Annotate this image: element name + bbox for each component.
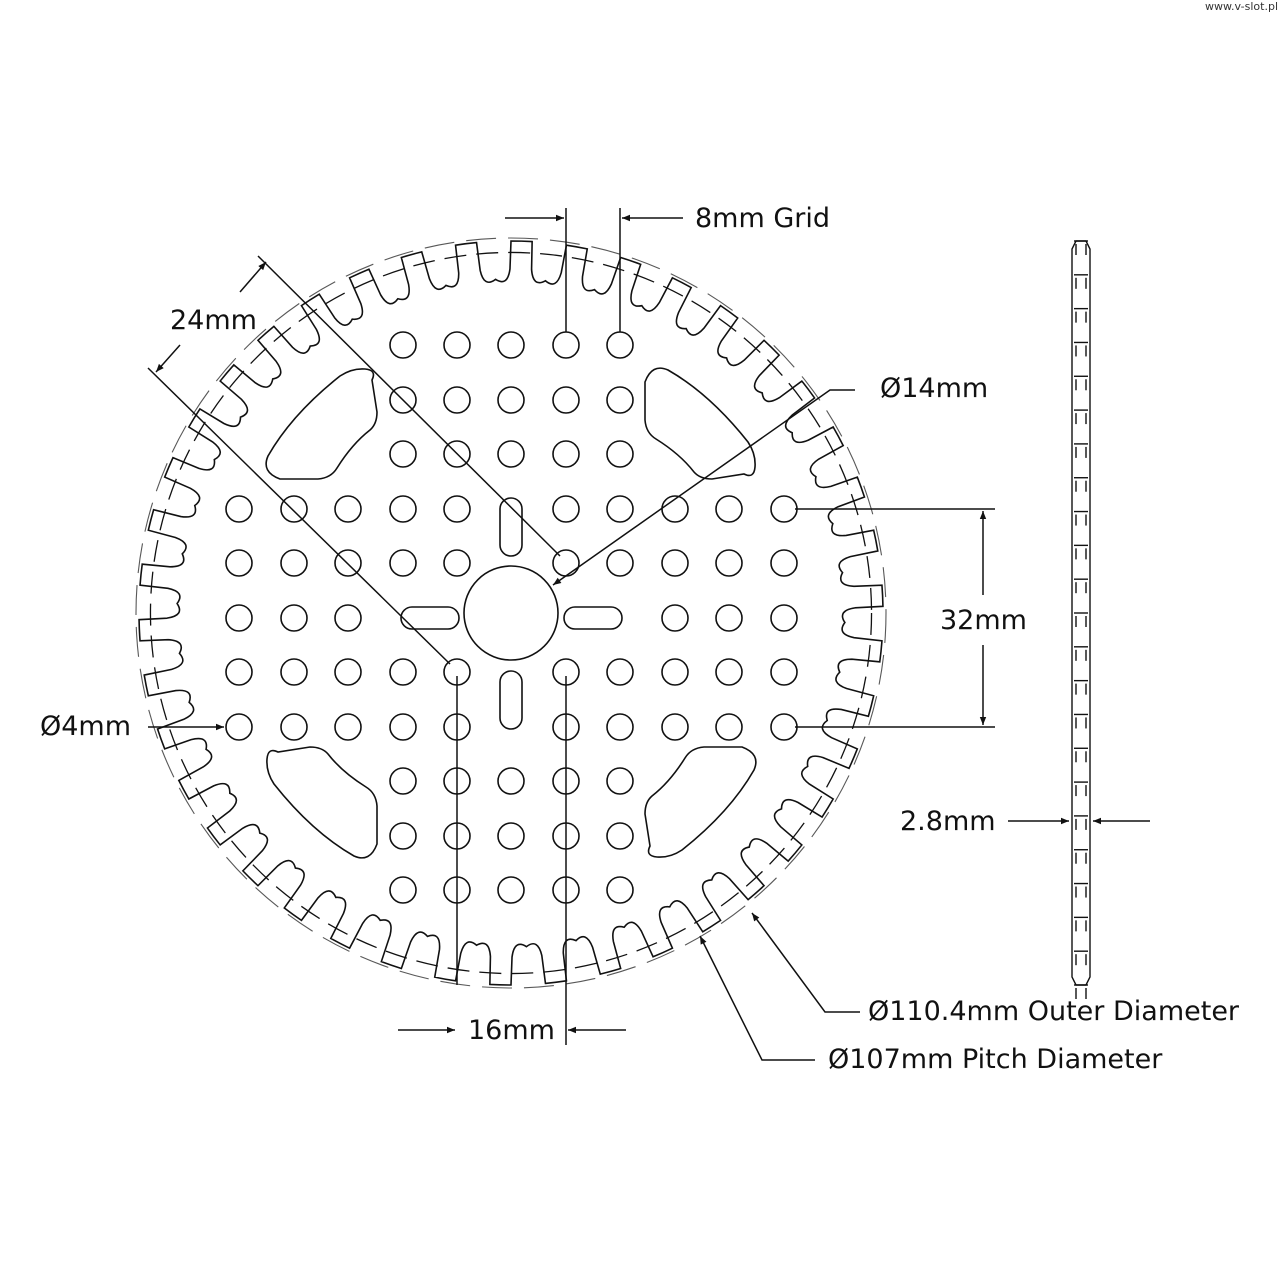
grid-hole bbox=[715, 495, 743, 523]
grid-hole bbox=[770, 495, 798, 523]
grid-hole bbox=[715, 658, 743, 686]
grid-hole bbox=[715, 549, 743, 577]
grid-hole bbox=[389, 331, 417, 359]
grid-hole bbox=[225, 495, 253, 523]
grid-hole bbox=[606, 440, 634, 468]
pitch-diameter-label: Ø107mm Pitch Diameter bbox=[828, 1044, 1163, 1075]
grid-hole bbox=[497, 440, 525, 468]
grid-hole bbox=[389, 876, 417, 904]
grid-hole bbox=[280, 604, 308, 632]
gear-side-view bbox=[1071, 240, 1091, 999]
grid-hole bbox=[334, 658, 362, 686]
slot bbox=[499, 670, 523, 730]
grid-hole bbox=[389, 440, 417, 468]
grid-hole bbox=[661, 604, 689, 632]
grid-hole bbox=[389, 822, 417, 850]
grid-hole bbox=[497, 876, 525, 904]
grid-dimension-label: 8mm Grid bbox=[695, 203, 831, 234]
grid-hole bbox=[770, 658, 798, 686]
horizontal-spacing-label: 16mm bbox=[468, 1015, 555, 1046]
grid-hole bbox=[606, 876, 634, 904]
grid-hole bbox=[661, 549, 689, 577]
hole-diameter-label: Ø4mm bbox=[40, 711, 132, 742]
grid-hole bbox=[606, 386, 634, 414]
grid-hole bbox=[443, 495, 471, 523]
lightening-cutout bbox=[265, 368, 378, 480]
pitch-circle bbox=[149, 251, 873, 975]
grid-hole bbox=[606, 822, 634, 850]
grid-hole bbox=[334, 495, 362, 523]
grid-hole bbox=[661, 713, 689, 741]
grid-hole bbox=[552, 331, 580, 359]
grid-hole bbox=[443, 331, 471, 359]
lightening-cutout bbox=[644, 367, 756, 480]
outer-diameter-label: Ø110.4mm Outer Diameter bbox=[868, 996, 1240, 1027]
grid-hole bbox=[280, 495, 308, 523]
grid-hole bbox=[770, 604, 798, 632]
outer-circle bbox=[135, 237, 887, 989]
grid-hole bbox=[280, 549, 308, 577]
grid-hole bbox=[606, 549, 634, 577]
grid-hole bbox=[334, 549, 362, 577]
diagonal-dimension-label: 24mm bbox=[170, 305, 257, 336]
grid-hole bbox=[606, 331, 634, 359]
grid-hole bbox=[225, 549, 253, 577]
grid-hole bbox=[389, 658, 417, 686]
grid-hole bbox=[225, 713, 253, 741]
slot bbox=[400, 606, 460, 630]
grid-hole bbox=[389, 767, 417, 795]
grid-hole bbox=[715, 713, 743, 741]
grid-hole bbox=[552, 495, 580, 523]
dimension-lines bbox=[147, 208, 1150, 1061]
lightening-cutout bbox=[644, 746, 757, 858]
grid-hole bbox=[280, 713, 308, 741]
grid-hole bbox=[606, 495, 634, 523]
grid-hole bbox=[770, 549, 798, 577]
lightening-cutout bbox=[266, 746, 378, 859]
grid-hole bbox=[389, 713, 417, 741]
grid-hole bbox=[715, 604, 743, 632]
grid-hole bbox=[497, 767, 525, 795]
thickness-label: 2.8mm bbox=[900, 806, 996, 837]
grid-hole bbox=[443, 386, 471, 414]
grid-hole bbox=[334, 604, 362, 632]
grid-hole bbox=[552, 440, 580, 468]
grid-hole bbox=[334, 713, 362, 741]
grid-hole bbox=[389, 549, 417, 577]
grid-hole bbox=[606, 767, 634, 795]
center-bore bbox=[463, 565, 559, 661]
gear-tooth-profile bbox=[138, 240, 884, 986]
grid-hole bbox=[661, 658, 689, 686]
grid-hole bbox=[225, 604, 253, 632]
slot bbox=[563, 606, 623, 630]
grid-hole bbox=[497, 386, 525, 414]
grid-hole bbox=[389, 386, 417, 414]
grid-hole bbox=[389, 495, 417, 523]
gear-front-view bbox=[135, 237, 887, 989]
slot bbox=[499, 497, 523, 557]
grid-hole bbox=[606, 713, 634, 741]
grid-hole bbox=[443, 549, 471, 577]
grid-hole bbox=[770, 713, 798, 741]
grid-hole bbox=[443, 440, 471, 468]
grid-hole bbox=[552, 386, 580, 414]
vertical-spacing-label: 32mm bbox=[940, 605, 1027, 636]
grid-hole bbox=[225, 658, 253, 686]
bore-diameter-label: Ø14mm bbox=[880, 373, 989, 404]
watermark: www.v-slot.pl bbox=[1204, 0, 1278, 13]
grid-hole bbox=[606, 658, 634, 686]
grid-hole bbox=[497, 822, 525, 850]
grid-hole bbox=[280, 658, 308, 686]
grid-hole bbox=[497, 331, 525, 359]
